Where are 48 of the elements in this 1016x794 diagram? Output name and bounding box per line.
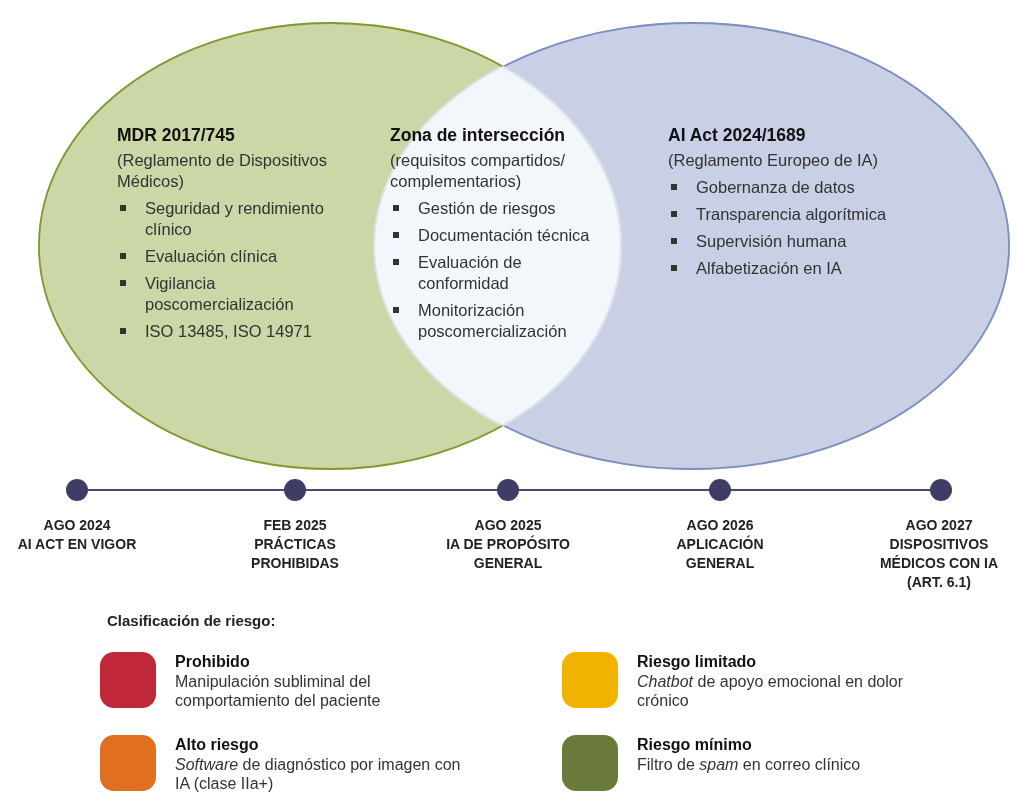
timeline-line — [87, 489, 285, 491]
milestone-label: AI ACT EN VIGOR — [16, 535, 138, 554]
region-subtitle: (requisitos compartidos/ complementarios) — [390, 150, 567, 192]
milestone-date: AGO 2027 — [904, 516, 974, 535]
milestone-label: PRÁCTICAS PROHIBIDAS — [250, 535, 340, 573]
timeline-dot — [284, 479, 306, 501]
list-item: Monitorización poscomercialización — [418, 301, 567, 340]
timeline-line — [518, 489, 710, 491]
milestone-label: DISPOSITIVOS MÉDICOS CON IA (ART. 6.1) — [878, 535, 1000, 592]
legend-description: Manipulación subliminal del comportamiento del paciente — [175, 672, 382, 710]
legend-description: Software de diagnóstico por imagen con IA (clase IIa+) — [175, 755, 462, 793]
region-subtitle: (Reglamento de Dispositivos Médicos) — [117, 150, 328, 192]
legend-label: Prohibido — [175, 653, 250, 671]
timeline-dot — [930, 479, 952, 501]
timeline-line — [305, 489, 498, 491]
list-item: Vigilancia poscomercialización — [145, 274, 294, 313]
legend-label: Alto riesgo — [175, 736, 259, 754]
list-item: Gestión de riesgos — [418, 199, 556, 217]
timeline-dot — [497, 479, 519, 501]
milestone-date: AGO 2025 — [473, 516, 543, 535]
milestone-date: FEB 2025 — [262, 516, 328, 535]
list-item: Gobernanza de datos — [696, 178, 855, 196]
timeline-line — [730, 489, 931, 491]
list-item: Documentación técnica — [418, 226, 590, 244]
milestone-label: IA DE PROPÓSITO GENERAL — [445, 535, 571, 573]
list-item: Alfabetización en IA — [696, 259, 842, 277]
list-item: Evaluación de conformidad — [418, 253, 522, 292]
list-item: ISO 13485, ISO 14971 — [145, 322, 312, 340]
list-item: Transparencia algorítmica — [696, 205, 887, 223]
region-heading: Zona de intersección — [390, 125, 567, 146]
legend-description: Chatbot de apoyo emocional en dolor crónico — [637, 672, 904, 710]
legend-description: Filtro de spam en correo clínico — [637, 755, 862, 774]
timeline-dot — [66, 479, 88, 501]
milestone-date: AGO 2024 — [42, 516, 112, 535]
ellipse-region — [36, 20, 374, 472]
region-subtitle: (Reglamento Europeo de IA) — [668, 150, 880, 171]
legend-label: Riesgo mínimo — [637, 736, 752, 754]
region-heading: AI Act 2024/1689 — [668, 125, 807, 146]
legend-title: Clasificación de riesgo: — [107, 612, 276, 629]
milestone-date: AGO 2026 — [685, 516, 755, 535]
timeline-dot — [709, 479, 731, 501]
legend-label: Riesgo limitado — [637, 653, 757, 671]
list-item: Evaluación clínica — [145, 247, 278, 265]
region-heading: MDR 2017/745 — [117, 125, 236, 146]
list-item: Seguridad y rendimiento clínico — [145, 199, 324, 238]
ellipse-region — [624, 20, 1012, 472]
milestone-label: APLICACIÓN GENERAL — [675, 535, 765, 573]
list-item: Supervisión humana — [696, 232, 847, 250]
